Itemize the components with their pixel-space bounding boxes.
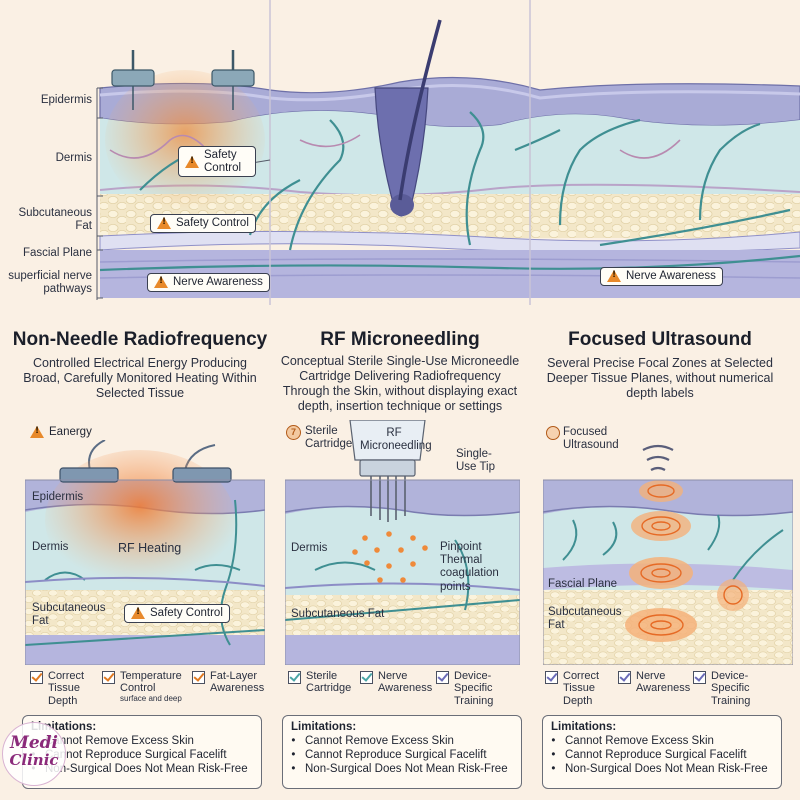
mn-label-tip: Single-Use Tip	[456, 448, 506, 474]
checkbox-icon	[618, 671, 631, 684]
mn-label-fat: Subcutaneous Fat	[291, 608, 384, 621]
panel-title-microneedling: RF Microneedling	[270, 329, 530, 351]
warning-icon	[154, 276, 168, 288]
energy-tag: Eanergy	[30, 426, 92, 439]
limitation-item: Non-Surgical Does Not Mean Risk-Free	[305, 762, 513, 776]
checkbox-icon	[545, 671, 558, 684]
checkbox-icon	[436, 671, 449, 684]
panel-subtitle-ultrasound: Several Precise Focal Zones at Selected …	[535, 356, 785, 401]
fus-label-fat: Subcutaneous Fat	[548, 606, 618, 632]
panel-subtitle-microneedling: Conceptual Sterile Single-Use Microneedl…	[275, 354, 525, 414]
rf-label-epidermis: Epidermis	[32, 491, 83, 504]
mn-label-cartridge: Sterile Cartridge	[305, 425, 360, 451]
fus-label: Focused Ultrasound	[563, 426, 633, 452]
panel-subtitle-radiofrequency: Controlled Electrical Energy Producing B…	[15, 356, 265, 401]
check-item: Correct Tissue Depth	[545, 670, 607, 707]
limitation-item: Cannot Remove Excess Skin	[565, 734, 773, 748]
warning-icon	[157, 217, 171, 229]
label-dermis: Dermis	[10, 152, 92, 165]
anatomy-cross-section	[0, 0, 800, 305]
ultrasound-icon	[546, 426, 560, 440]
check-item: Nerve Awareness	[360, 670, 432, 695]
rf-label-heating: RF Heating	[118, 541, 181, 555]
checkbox-icon	[192, 671, 205, 684]
panel-title-radiofrequency: Non-Needle Radiofrequency	[10, 329, 270, 351]
check-item: Nerve Awareness	[618, 670, 690, 695]
nerve-awareness-tag-left: Nerve Awareness	[147, 273, 270, 292]
logo-line2: Clinic	[3, 752, 65, 768]
safety-control-tag-dermis: Safety Control	[178, 146, 256, 177]
mn-label-points: Pinpoint Thermal coagulation points	[440, 541, 510, 594]
checkbox-icon	[360, 671, 373, 684]
limitation-item: Cannot Remove Excess Skin	[305, 734, 513, 748]
rf-heat-zone	[105, 70, 265, 210]
check-item: Fat-Layer Awareness	[192, 670, 262, 695]
check-item: Device-Specific Training	[436, 670, 506, 707]
limitation-item: Non-Surgical Does Not Mean Risk-Free	[45, 762, 253, 776]
fus-label-fascial: Fascial Plane	[548, 578, 617, 591]
check-item: Sterile Cartridge	[288, 670, 358, 695]
label-subcutaneous-fat: Subcutaneous Fat	[10, 207, 92, 233]
check-item: Correct Tissue Depth	[30, 670, 92, 707]
warning-icon	[607, 270, 621, 282]
panel-title-ultrasound: Focused Ultrasound	[530, 329, 790, 351]
mn-label-dermis: Dermis	[291, 542, 327, 555]
warning-icon	[30, 426, 44, 438]
checkbox-icon	[30, 671, 43, 684]
warning-icon	[131, 607, 145, 619]
check-item: Device-Specific Training	[693, 670, 763, 707]
limitation-item: Cannot Reproduce Surgical Facelift	[305, 748, 513, 762]
checkbox-icon	[102, 671, 115, 684]
logo-line1: Medi	[3, 735, 65, 752]
cartridge-icon: 7	[286, 425, 301, 440]
rf-label-fat: Subcutaneous Fat	[32, 602, 102, 628]
limitations-box-ultrasound: Limitations: Cannot Remove Excess Skin C…	[542, 715, 782, 789]
medi-clinic-logo: Medi Clinic	[2, 722, 66, 786]
limitation-item: Cannot Reproduce Surgical Facelift	[45, 748, 253, 762]
warning-icon	[185, 156, 199, 168]
checkbox-icon	[693, 671, 706, 684]
checkbox-icon	[288, 671, 301, 684]
limitations-box-microneedling: Limitations: Cannot Remove Excess Skin C…	[282, 715, 522, 789]
limitation-item: Cannot Remove Excess Skin	[45, 734, 253, 748]
label-fascial-plane: Fascial Plane	[10, 247, 92, 260]
mn-label-device: RF Microneedling	[360, 427, 428, 453]
label-epidermis: Epidermis	[10, 94, 92, 107]
limitation-item: Cannot Reproduce Surgical Facelift	[565, 748, 773, 762]
rf-label-dermis: Dermis	[32, 541, 68, 554]
limitation-item: Non-Surgical Does Not Mean Risk-Free	[565, 762, 773, 776]
label-nerve-pathways: superficial nerve pathways	[4, 270, 92, 296]
safety-control-tag-fat: Safety Control	[150, 214, 256, 233]
rf-safety-control-tag: Safety Control	[124, 604, 230, 623]
nerve-awareness-tag-right: Nerve Awareness	[600, 267, 723, 286]
